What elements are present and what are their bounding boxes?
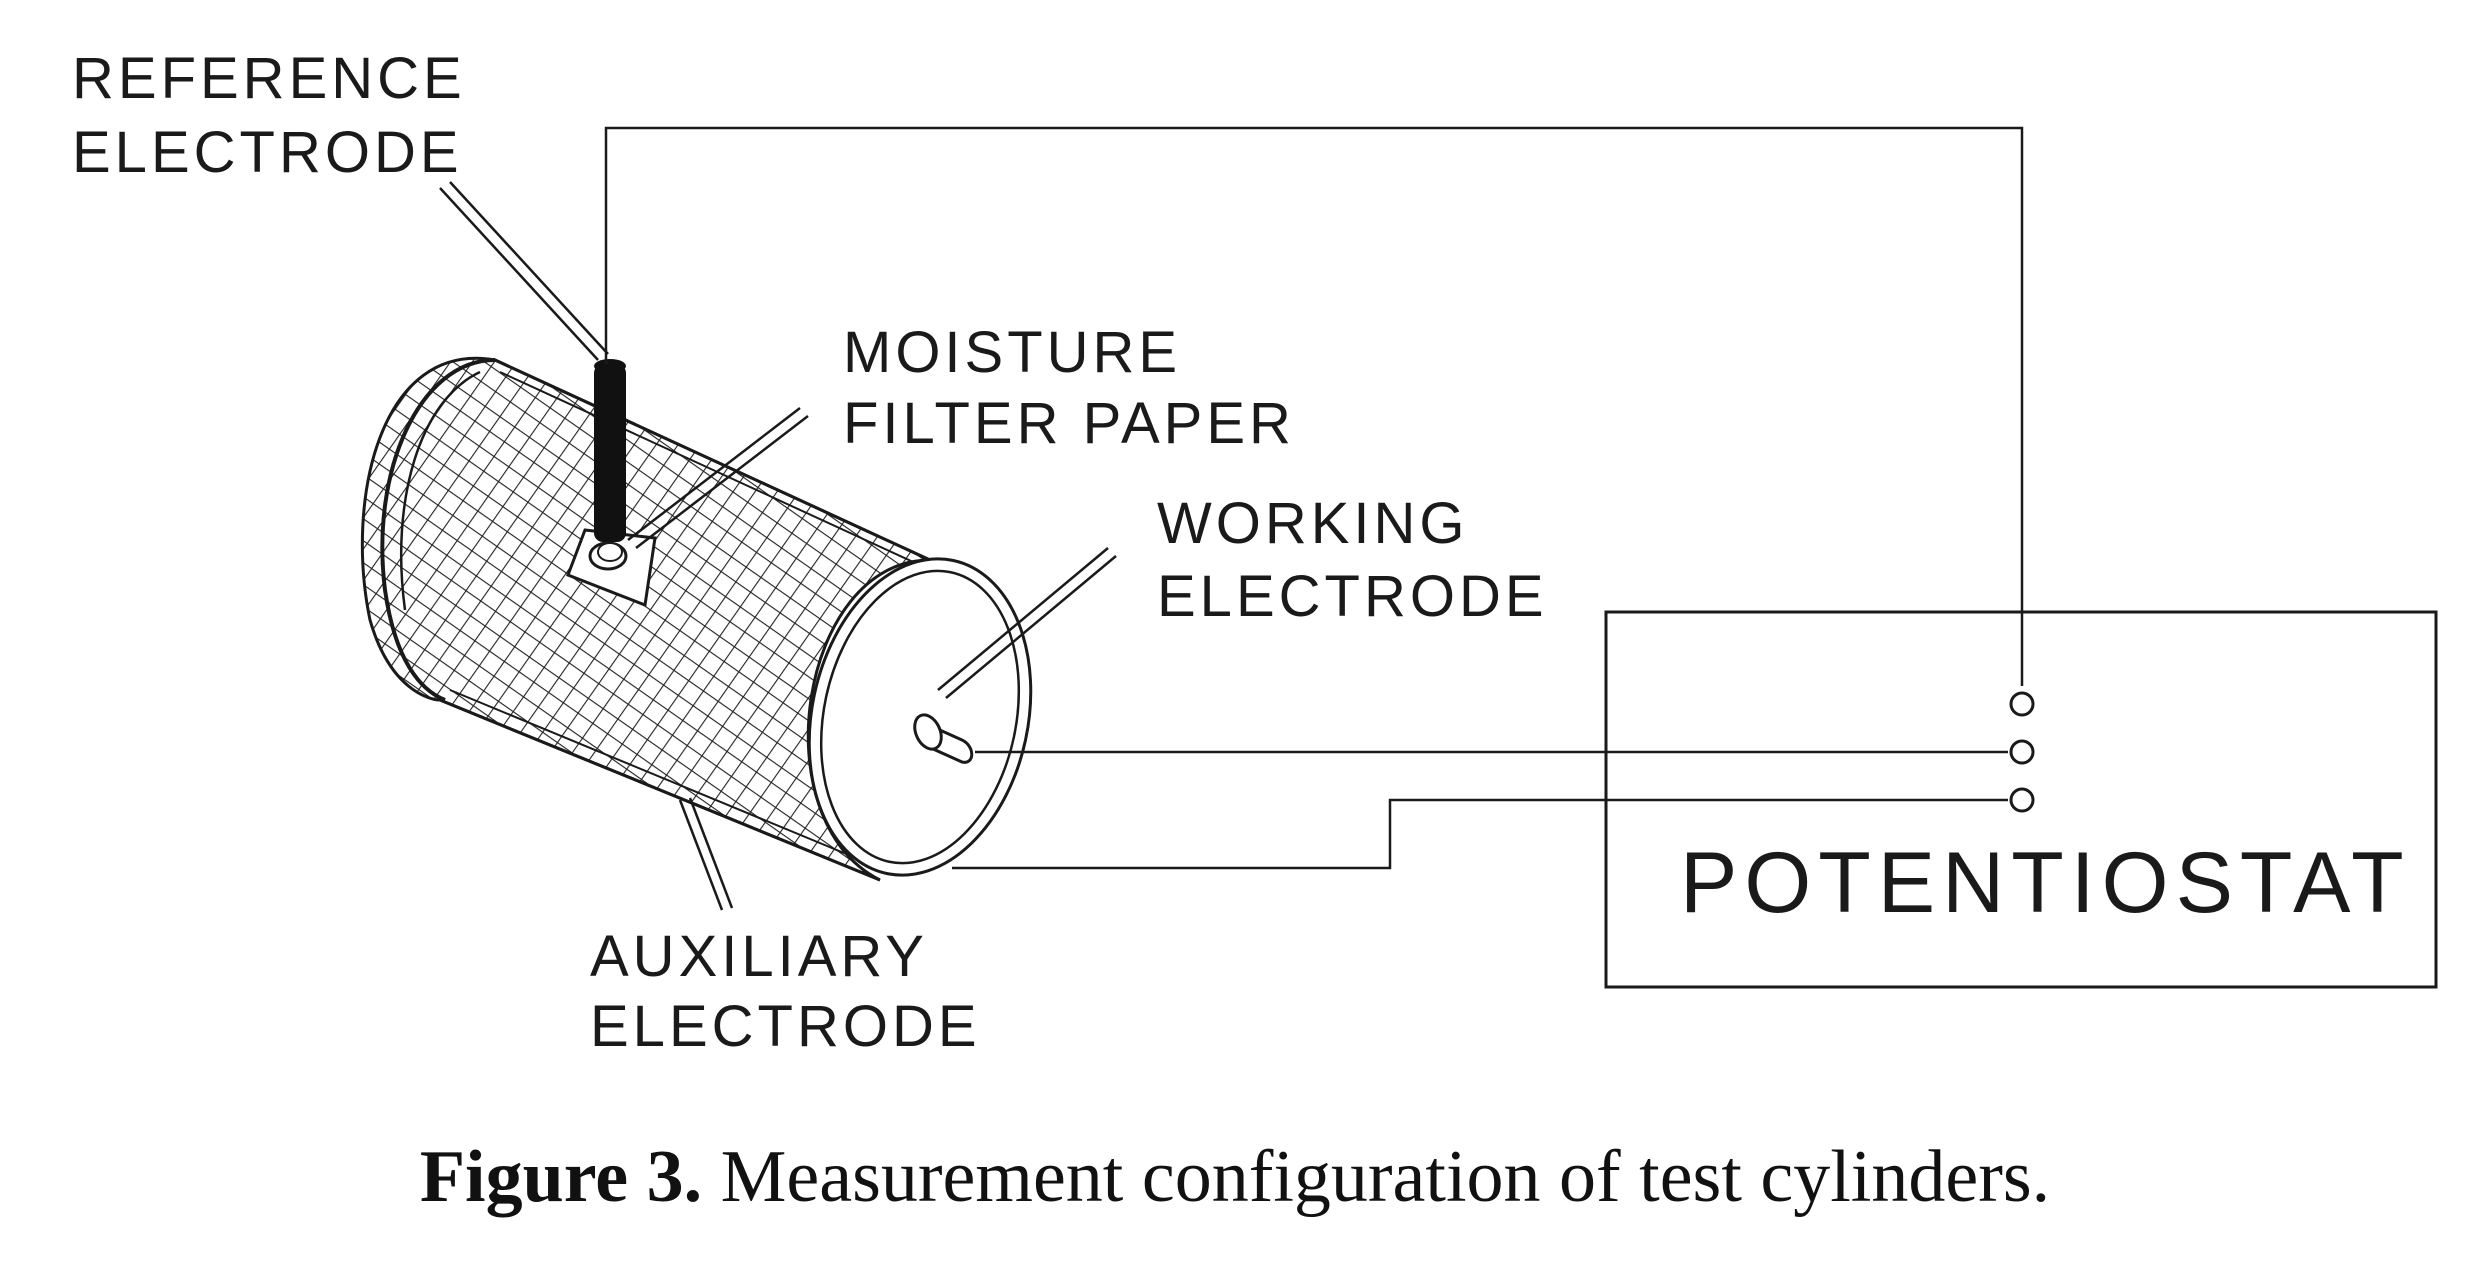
- figure-number: Figure 3.: [419, 1136, 703, 1218]
- label-working-line2: ELECTRODE: [1157, 564, 1548, 629]
- wiring: [604, 126, 2024, 870]
- label-auxiliary-line2: ELECTRODE: [590, 994, 981, 1059]
- label-reference-electrode: REFERENCE ELECTRODE: [72, 46, 486, 185]
- label-auxiliary-line1: AUXILIARY: [590, 924, 927, 989]
- label-working-line1: WORKING: [1157, 491, 1469, 556]
- label-moisture-line2: FILTER PAPER: [843, 391, 1295, 456]
- working-electrode-stub: [913, 713, 974, 764]
- terminals: [2009, 691, 2035, 813]
- leader-lines: [439, 181, 1117, 911]
- reference-electrode-probe: [594, 359, 626, 542]
- caption-text: Measurement configuration of test cylind…: [720, 1136, 2051, 1218]
- terminal-reference: [2009, 691, 2035, 717]
- terminal-auxiliary: [2009, 787, 2035, 813]
- label-reference-line2: ELECTRODE: [72, 120, 463, 185]
- filter-paper: [566, 528, 657, 608]
- label-working-electrode: WORKING ELECTRODE: [1157, 491, 1548, 629]
- terminal-working: [2009, 739, 2035, 765]
- label-auxiliary-electrode: AUXILIARY ELECTRODE: [590, 924, 981, 1059]
- label-moisture-filter-paper: MOISTURE FILTER PAPER: [843, 320, 1295, 456]
- label-reference-line1: REFERENCE: [72, 46, 466, 111]
- figure-caption: Figure 3. Measurement configuration of t…: [0, 1140, 2470, 1214]
- label-potentiostat: POTENTIOSTAT: [1680, 835, 2411, 931]
- potentiostat-box: [1604, 610, 2438, 989]
- label-moisture-line1: MOISTURE: [843, 320, 1181, 385]
